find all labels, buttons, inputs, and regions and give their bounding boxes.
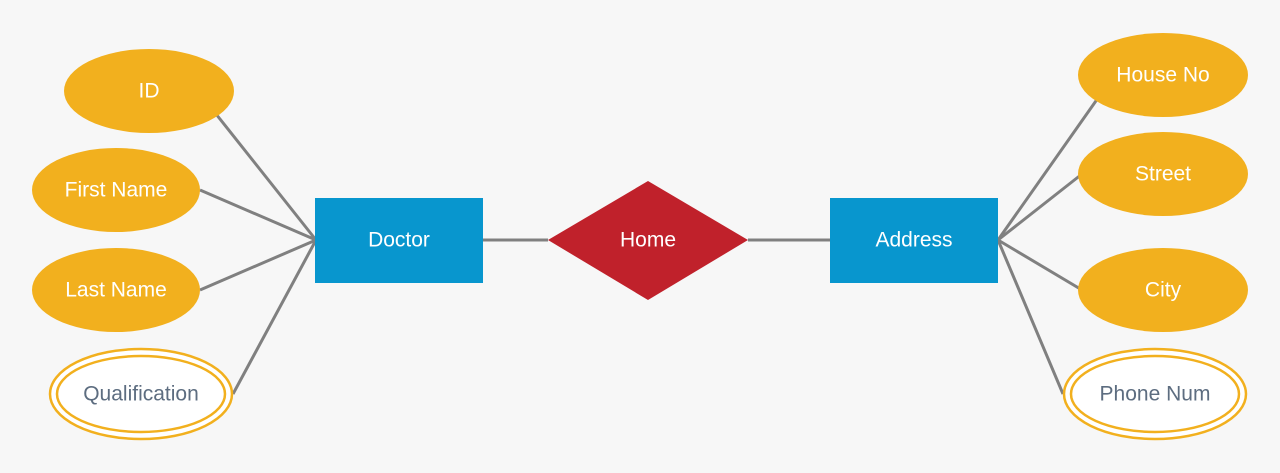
attribute-phone-num[interactable]: Phone Num: [1062, 347, 1248, 441]
connector-address-street: [997, 172, 1083, 242]
attribute-qualification-inner-ring: [55, 354, 227, 434]
attribute-qualification[interactable]: Qualification: [48, 347, 234, 441]
attribute-last-name-shape: [32, 248, 200, 332]
attribute-first-name-label: First Name: [65, 179, 168, 202]
attribute-last-name[interactable]: Last Name: [32, 248, 200, 332]
connectors: [199, 97, 1100, 395]
entity-address-label: Address: [875, 229, 952, 252]
attribute-last-name-label: Last Name: [65, 279, 167, 302]
entity-doctor[interactable]: Doctor: [315, 198, 483, 283]
attribute-city-label: City: [1145, 279, 1182, 302]
entity-address[interactable]: Address: [830, 198, 998, 283]
attribute-first-name[interactable]: First Name: [32, 148, 200, 232]
attribute-first-name-shape: [32, 148, 200, 232]
connector-address-house-no: [996, 97, 1100, 241]
connector-first-name-doctor: [199, 188, 317, 242]
attribute-house-no-label: House No: [1116, 64, 1209, 87]
attribute-house-no[interactable]: House No: [1078, 33, 1248, 117]
entity-doctor-shape: [315, 198, 483, 283]
entity-address-shape: [830, 198, 998, 283]
attribute-phone-num-label: Phone Num: [1100, 383, 1211, 406]
connector-id-doctor: [214, 113, 318, 241]
attribute-city[interactable]: City: [1078, 248, 1248, 332]
attribute-street-label: Street: [1135, 163, 1191, 186]
relationship-home[interactable]: Home: [548, 181, 748, 300]
attribute-city-shape: [1078, 248, 1248, 332]
connector-qualification-doctor: [231, 239, 318, 395]
attribute-id-label: ID: [139, 80, 160, 103]
relationship-home-label: Home: [620, 229, 676, 252]
attribute-house-no-shape: [1078, 33, 1248, 117]
connector-last-name-doctor: [199, 238, 317, 292]
relationship-home-shape: [548, 181, 748, 300]
connector-address-phone-num: [996, 239, 1065, 395]
attribute-phone-num-inner-ring: [1069, 354, 1241, 434]
attribute-id-shape: [64, 49, 234, 133]
attribute-street-shape: [1078, 132, 1248, 216]
attribute-street[interactable]: Street: [1078, 132, 1248, 216]
attribute-qualification-label: Qualification: [83, 383, 199, 406]
connector-address-city: [997, 238, 1083, 292]
entity-doctor-label: Doctor: [368, 229, 430, 252]
attribute-id[interactable]: ID: [64, 49, 234, 133]
